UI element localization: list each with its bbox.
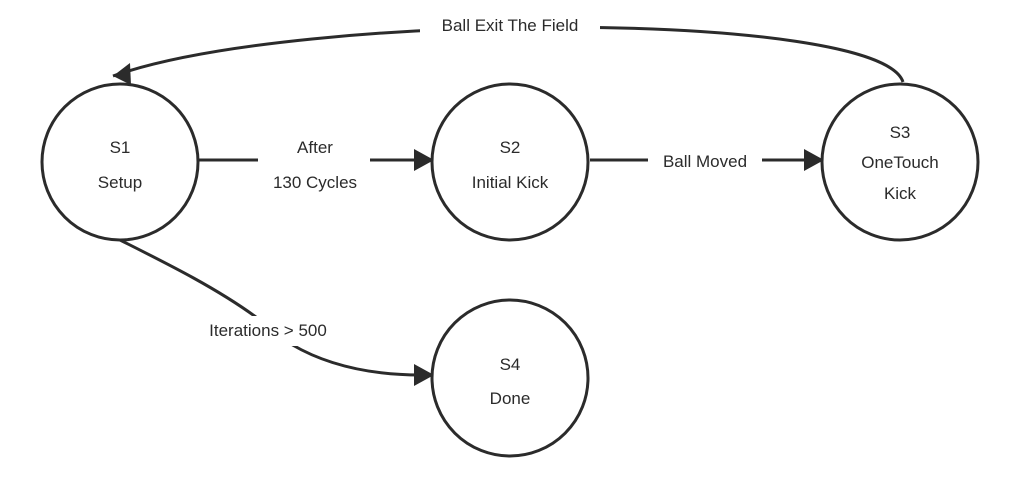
edge-label-bg — [258, 132, 370, 194]
edge-s2-to-s3: Ball Moved — [590, 148, 824, 174]
edge-label-iterations: Iterations > 500 — [209, 321, 327, 340]
state-s3: S3 OneTouch Kick — [820, 82, 980, 242]
state-circle — [820, 82, 980, 242]
state-s2-name: Initial Kick — [472, 173, 549, 192]
state-s3-name-line1: OneTouch — [861, 153, 939, 172]
edge-label-ball-moved: Ball Moved — [663, 152, 747, 171]
state-s2: S2 Initial Kick — [430, 82, 590, 242]
state-s4-id: S4 — [500, 355, 521, 374]
edge-s3-to-s1: Ball Exit The Field — [112, 12, 905, 85]
arrowhead — [414, 149, 434, 171]
state-s1-name: Setup — [98, 173, 142, 192]
state-circle — [40, 82, 200, 242]
state-s4-name: Done — [490, 389, 531, 408]
state-s2-id: S2 — [500, 138, 521, 157]
edge-label-bg — [420, 12, 600, 38]
edge-label-bg — [188, 316, 344, 346]
arrowhead — [113, 63, 131, 85]
edge-label-cycles: 130 Cycles — [273, 173, 357, 192]
arrowhead — [804, 149, 824, 171]
state-s4: S4 Done — [430, 298, 590, 458]
edge-s1-to-s2: After 130 Cycles — [198, 132, 434, 194]
edge-line — [119, 238, 421, 377]
state-circle — [430, 298, 590, 458]
arrowhead — [414, 364, 434, 386]
state-s1-id: S1 — [110, 138, 131, 157]
edge-label-after: After — [297, 138, 333, 157]
state-s1: S1 Setup — [40, 82, 200, 242]
state-circle — [430, 82, 590, 242]
edge-s1-to-s4: Iterations > 500 — [119, 238, 434, 386]
edge-label-ball-exit: Ball Exit The Field — [442, 16, 579, 35]
edge-label-bg — [648, 148, 762, 174]
state-s3-name-line2: Kick — [884, 184, 917, 203]
state-s3-id: S3 — [890, 123, 911, 142]
